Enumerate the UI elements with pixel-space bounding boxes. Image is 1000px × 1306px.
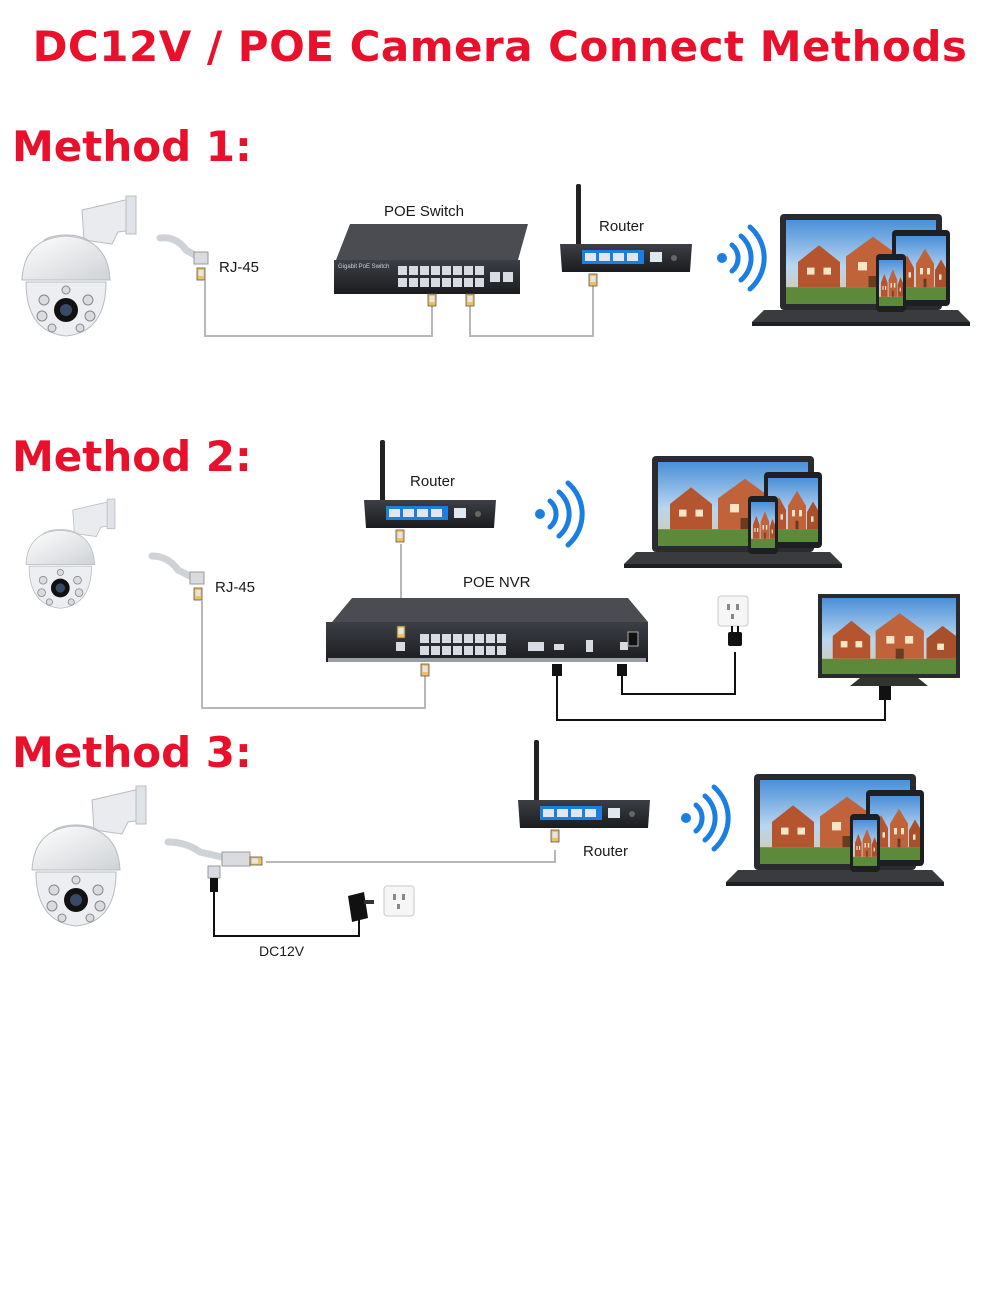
method-2-heading: Method 2: bbox=[12, 432, 252, 481]
method-3-heading: Method 3: bbox=[12, 728, 252, 777]
rj45-label: RJ-45 bbox=[215, 579, 256, 596]
wifi-icon bbox=[717, 227, 764, 289]
router-label: Router bbox=[410, 473, 456, 490]
poe-nvr-label: POE NVR bbox=[463, 574, 531, 591]
poe-splitter-icon bbox=[164, 838, 263, 892]
ptz-camera-icon bbox=[31, 785, 147, 927]
rj45-connector-icon bbox=[148, 552, 205, 601]
poe-switch-label: POE Switch bbox=[384, 203, 465, 220]
viewing-devices-icon bbox=[726, 774, 944, 886]
switch-face-label: Gigabit PoE Switch bbox=[338, 264, 390, 270]
wall-outlet-icon bbox=[717, 595, 749, 646]
router-label: Router bbox=[599, 218, 645, 235]
rj45-connector-icon bbox=[156, 234, 209, 281]
method-3-diagram bbox=[31, 740, 944, 937]
poe-nvr-icon bbox=[326, 598, 648, 677]
ptz-camera-icon bbox=[21, 195, 137, 337]
router-icon bbox=[560, 184, 692, 287]
router-icon bbox=[518, 740, 650, 843]
monitor-icon bbox=[818, 594, 960, 700]
viewing-devices-icon bbox=[752, 214, 970, 326]
dc12v-label: DC12V bbox=[259, 943, 305, 959]
wifi-icon bbox=[681, 787, 728, 849]
page-title: DC12V / POE Camera Connect Methods bbox=[32, 22, 968, 71]
method-2-diagram bbox=[25, 440, 960, 721]
cable-lines bbox=[213, 850, 556, 937]
rj45-label: RJ-45 bbox=[219, 259, 260, 276]
power-adapter-icon bbox=[348, 885, 415, 922]
viewing-devices-icon bbox=[624, 456, 842, 568]
wifi-icon bbox=[535, 483, 582, 545]
method-1-diagram bbox=[21, 184, 970, 337]
router-label: Router bbox=[583, 843, 629, 860]
method-1-heading: Method 1: bbox=[12, 122, 252, 171]
router-icon bbox=[364, 440, 496, 543]
poe-switch-icon bbox=[334, 224, 528, 307]
ptz-camera-icon bbox=[25, 498, 116, 609]
cable-lines bbox=[204, 280, 594, 337]
